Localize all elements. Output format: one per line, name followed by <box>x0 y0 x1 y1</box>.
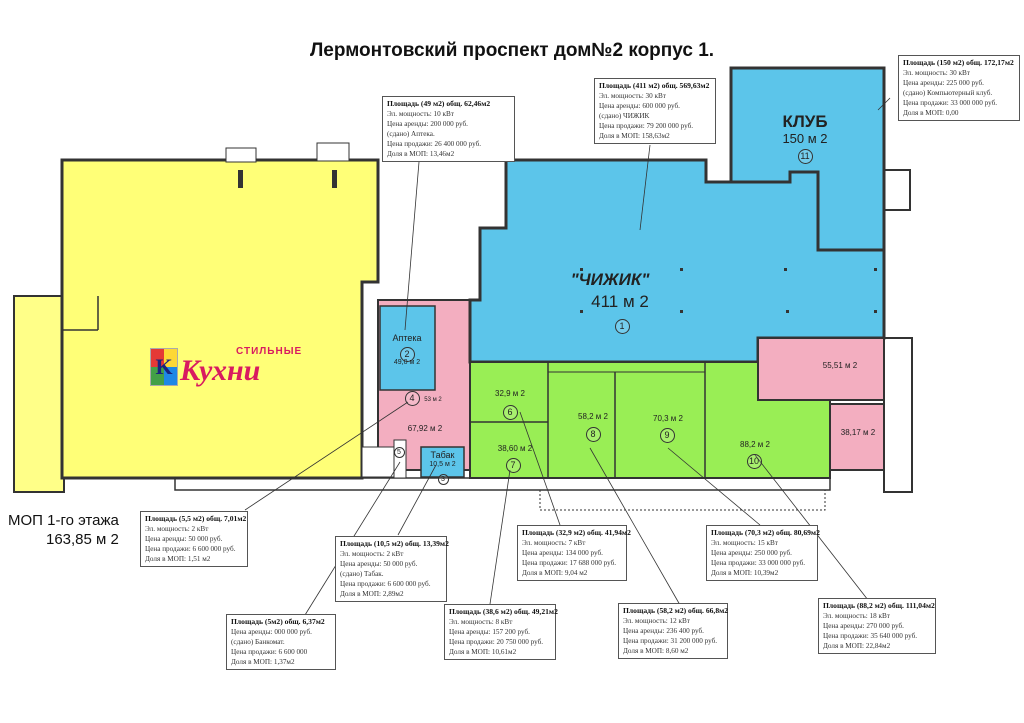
kitchens-logo: K СТИЛЬНЫЕ Кухни <box>150 346 330 390</box>
tabak-name: Табак <box>430 450 455 460</box>
logo-icon: K <box>150 348 178 386</box>
info-box-582: Площадь (58,2 м2) общ. 66,8м2 Эл. мощнос… <box>618 603 728 659</box>
info-box-club: Площадь (150 м2) общ. 172,17м2 Эл. мощно… <box>898 55 1020 121</box>
bottom-corridor <box>174 477 831 491</box>
mop-total-area: 163,85 м 2 <box>45 531 119 548</box>
room-3817-area: 38,17 м 2 <box>840 428 876 437</box>
apteka-number: 2 <box>397 344 417 362</box>
room-3817 <box>829 403 885 471</box>
info-box-882: Площадь (88,2 м2) общ. 111,04м2 Эл. мощн… <box>818 598 936 654</box>
info-box-386: Площадь (38,6 м2) общ. 49,21м2 Эл. мощно… <box>444 604 558 660</box>
info-box-apteka: Площадь (49 м2) общ. 62,46м2 Эл. мощност… <box>382 96 515 162</box>
room5-number: 5 <box>392 441 406 459</box>
room6-number: 6 <box>500 402 520 420</box>
left-stub-wall <box>13 295 65 493</box>
room-kitchens <box>60 158 380 480</box>
info-box-105: Площадь (10,5 м2) общ. 13,39м2 Эл. мощно… <box>335 536 449 602</box>
chizhik-area: 411 м 2 <box>591 292 649 311</box>
room9-area: 70,3 м 2 <box>653 414 683 423</box>
mop-total-label: МОП 1-го этажа <box>8 512 119 529</box>
page-title: Лермонтовский проспект дом№2 корпус 1. <box>309 40 715 61</box>
room7-area: 38,60 м 2 <box>497 444 533 453</box>
apteka-name: Аптека <box>392 333 422 343</box>
room-tabak <box>420 446 465 478</box>
chizhik-number: 1 <box>612 316 632 334</box>
info-box-5: Площадь (5м2) общ. 6,37м2 Цена аренды: 0… <box>226 614 336 670</box>
tabak-number: 3 <box>436 468 450 486</box>
club-name: КЛУБ <box>782 112 828 131</box>
room-5551-area: 55,51 м 2 <box>822 361 858 370</box>
info-box-703: Площадь (70,3 м2) общ. 80,69м2 Эл. мощно… <box>706 525 820 581</box>
room8-area: 58,2 м 2 <box>578 412 608 421</box>
room4-number: 4 <box>402 388 422 406</box>
room-5551 <box>757 337 885 401</box>
club-number: 11 <box>795 146 815 164</box>
room8-number: 8 <box>583 424 603 442</box>
info-box-chizhik: Площадь (411 м2) общ. 569,63м2 Эл. мощно… <box>594 78 716 144</box>
logo-top-text: СТИЛЬНЫЕ <box>236 346 303 357</box>
mop-total: МОП 1-го этажа 163,85 м 2 <box>8 511 119 549</box>
chizhik-name: "ЧИЖИК" <box>570 270 650 289</box>
room7-number: 7 <box>503 455 523 473</box>
logo-main-text: Кухни <box>180 354 261 387</box>
room6-area: 32,9 м 2 <box>495 389 525 398</box>
room10-area: 88,2 м 2 <box>740 440 770 449</box>
room9-number: 9 <box>657 425 677 443</box>
room-6792-area: 67,92 м 2 <box>407 424 443 433</box>
apteka-area: 49,0 м 2 <box>393 359 421 366</box>
info-box-329: Площадь (32,9 м2) общ. 41,94м2 Эл. мощно… <box>517 525 631 581</box>
tabak-area: 10,5 м 2 <box>429 461 456 468</box>
info-box-55: Площадь (5,5 м2) общ. 7,01м2 Эл. мощност… <box>140 511 248 567</box>
room10-number: 10 <box>744 451 764 469</box>
room4-area: 53 м 2 <box>424 397 442 403</box>
club-area: 150 м 2 <box>782 131 828 146</box>
